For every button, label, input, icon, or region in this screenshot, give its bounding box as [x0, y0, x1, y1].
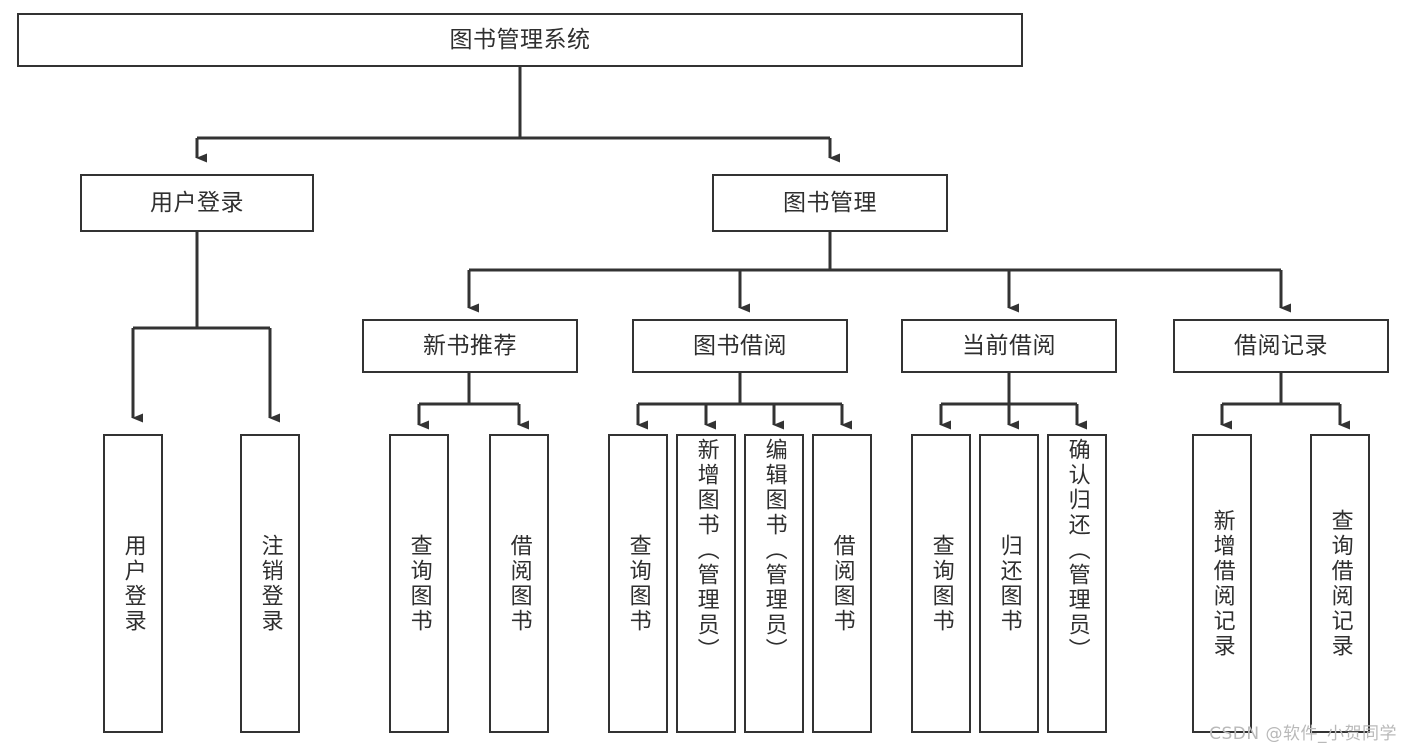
node-borrow-record-label: 借阅记录	[1234, 332, 1328, 359]
node-current-borrow[interactable]: 当前借阅	[901, 319, 1117, 373]
node-leaf-return-book-label: 归还图书	[996, 533, 1022, 634]
node-leaf-add-borrow-record-label: 新增借阅记录	[1209, 508, 1235, 659]
node-leaf-borrow-book-2[interactable]: 借阅图书	[812, 434, 872, 733]
node-leaf-user-login[interactable]: 用户登录	[103, 434, 163, 733]
node-leaf-return-book[interactable]: 归还图书	[979, 434, 1039, 733]
node-new-book-rec-label: 新书推荐	[423, 332, 517, 359]
node-root[interactable]: 图书管理系统	[17, 13, 1023, 67]
node-root-label: 图书管理系统	[449, 26, 591, 53]
node-user-login[interactable]: 用户登录	[80, 174, 314, 232]
node-new-book-rec[interactable]: 新书推荐	[362, 319, 578, 373]
node-leaf-query-book-3-label: 查询图书	[928, 533, 954, 634]
node-leaf-user-login-label: 用户登录	[120, 533, 146, 634]
node-leaf-add-borrow-record[interactable]: 新增借阅记录	[1192, 434, 1252, 733]
node-book-borrow-label: 图书借阅	[693, 332, 787, 359]
node-leaf-edit-book-label: 编辑图书（管理员）	[761, 438, 787, 663]
node-leaf-query-borrow-record-label: 查询借阅记录	[1327, 508, 1353, 659]
node-book-admin-label: 图书管理	[783, 189, 877, 216]
node-leaf-borrow-book-1-label: 借阅图书	[506, 533, 532, 634]
node-leaf-query-book-1-label: 查询图书	[406, 533, 432, 634]
node-book-borrow[interactable]: 图书借阅	[632, 319, 848, 373]
node-leaf-query-book-3[interactable]: 查询图书	[911, 434, 971, 733]
node-book-admin[interactable]: 图书管理	[712, 174, 948, 232]
node-leaf-confirm-return[interactable]: 确认归还（管理员）	[1047, 434, 1107, 733]
csdn-watermark: CSDN @软件_小贺同学	[1209, 724, 1397, 744]
node-current-borrow-label: 当前借阅	[962, 332, 1056, 359]
node-leaf-edit-book[interactable]: 编辑图书（管理员）	[744, 434, 804, 733]
node-leaf-logout[interactable]: 注销登录	[240, 434, 300, 733]
node-leaf-add-book-label: 新增图书（管理员）	[693, 438, 719, 663]
node-leaf-query-borrow-record[interactable]: 查询借阅记录	[1310, 434, 1370, 733]
node-leaf-borrow-book-1[interactable]: 借阅图书	[489, 434, 549, 733]
node-leaf-query-book-2[interactable]: 查询图书	[608, 434, 668, 733]
node-leaf-confirm-return-label: 确认归还（管理员）	[1064, 438, 1090, 663]
node-leaf-logout-label: 注销登录	[257, 533, 283, 634]
node-leaf-query-book-1[interactable]: 查询图书	[389, 434, 449, 733]
node-user-login-label: 用户登录	[150, 189, 244, 216]
node-leaf-borrow-book-2-label: 借阅图书	[829, 533, 855, 634]
node-leaf-add-book[interactable]: 新增图书（管理员）	[676, 434, 736, 733]
node-borrow-record[interactable]: 借阅记录	[1173, 319, 1389, 373]
node-leaf-query-book-2-label: 查询图书	[625, 533, 651, 634]
